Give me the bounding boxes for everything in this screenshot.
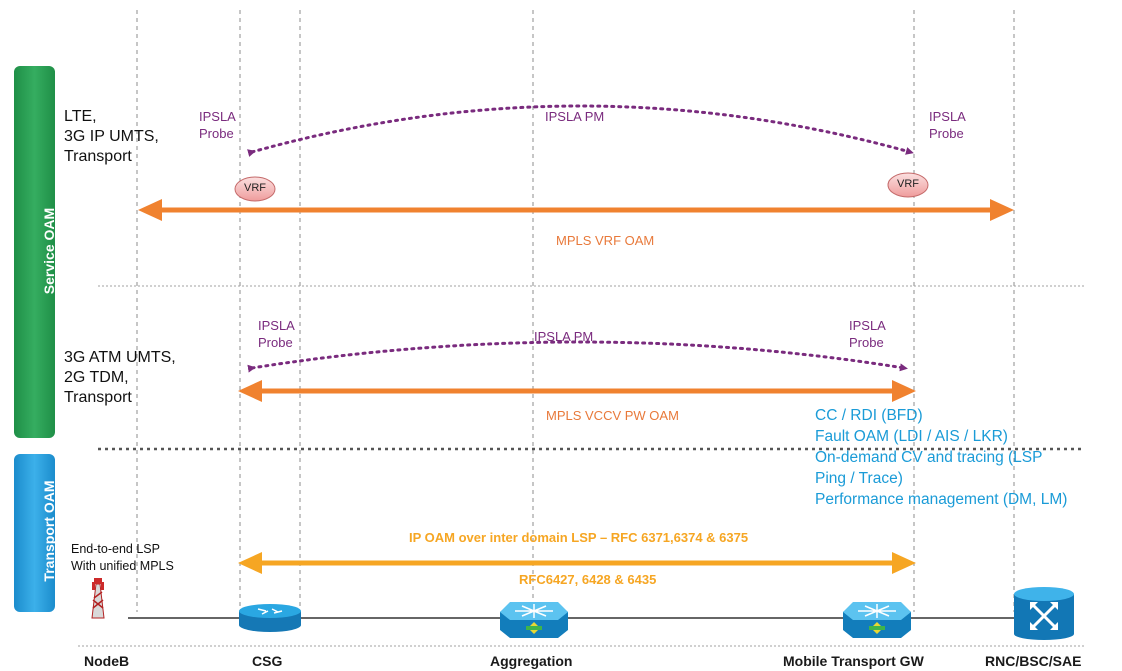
ipsla-probe-right-atm: IPSLA Probe — [849, 318, 886, 350]
cell-tower-icon — [91, 578, 105, 619]
transport-oam-bar — [14, 454, 55, 612]
node-label-mobile-transport-gw: Mobile Transport GW — [783, 653, 924, 669]
atm-row-label: 3G ATM UMTS, 2G TDM, Transport — [64, 349, 176, 406]
node-label-csg: CSG — [252, 653, 283, 669]
mtg-switch-icon — [843, 602, 911, 638]
mpls-vrf-oam-label: MPLS VRF OAM — [556, 233, 655, 248]
node-label-aggregation: Aggregation — [490, 653, 573, 669]
aggregation-switch-icon — [500, 602, 568, 638]
ipsla-probe-left-lte: IPSLA Probe — [199, 109, 236, 141]
ipsla-pm-label-lte: IPSLA PM — [545, 109, 605, 124]
mpls-vccv-pw-oam-arrow — [238, 380, 916, 402]
mpls-vrf-oam-arrow — [138, 199, 1014, 221]
service-oam-label: Service OAM — [41, 207, 57, 295]
mpls-vccv-pw-oam-label: MPLS VCCV PW OAM — [546, 408, 679, 423]
node-label-rnc-bsc-sae: RNC/BSC/SAE — [985, 653, 1082, 669]
transport-oam-label: Transport OAM — [41, 480, 57, 582]
router-icon — [239, 604, 301, 632]
ipsla-pm-label-atm: IPSLA PM — [534, 329, 594, 344]
rfc-label: RFC6427, 6428 & 6435 — [519, 572, 657, 587]
end-to-end-lsp-label: End-to-end LSP With unified MPLS — [71, 542, 174, 573]
vertical-guides — [136, 10, 1015, 612]
vrf-right — [887, 172, 929, 198]
ipsla-probe-right-lte: IPSLA Probe — [929, 109, 966, 141]
crossconnect-switch-icon — [1014, 587, 1074, 640]
lte-row-label: LTE, 3G IP UMTS, Transport — [64, 108, 159, 165]
node-label-nodeb: NodeB — [84, 653, 130, 669]
vrf-left-label: VRF — [244, 182, 266, 194]
ipsla-probe-left-atm: IPSLA Probe — [258, 318, 295, 350]
vrf-right-label: VRF — [897, 178, 919, 190]
vrf-left — [234, 176, 276, 202]
ip-oam-lsp-label: IP OAM over inter domain LSP – RFC 6371,… — [409, 530, 749, 545]
ipsla-pm-arc-atm — [247, 340, 908, 373]
transport-oam-notes: CC / RDI (BFD) Fault OAM (LDI / AIS / LK… — [815, 407, 1068, 508]
service-oam-bar — [14, 66, 55, 438]
ip-oam-lsp-arrow — [238, 552, 916, 574]
